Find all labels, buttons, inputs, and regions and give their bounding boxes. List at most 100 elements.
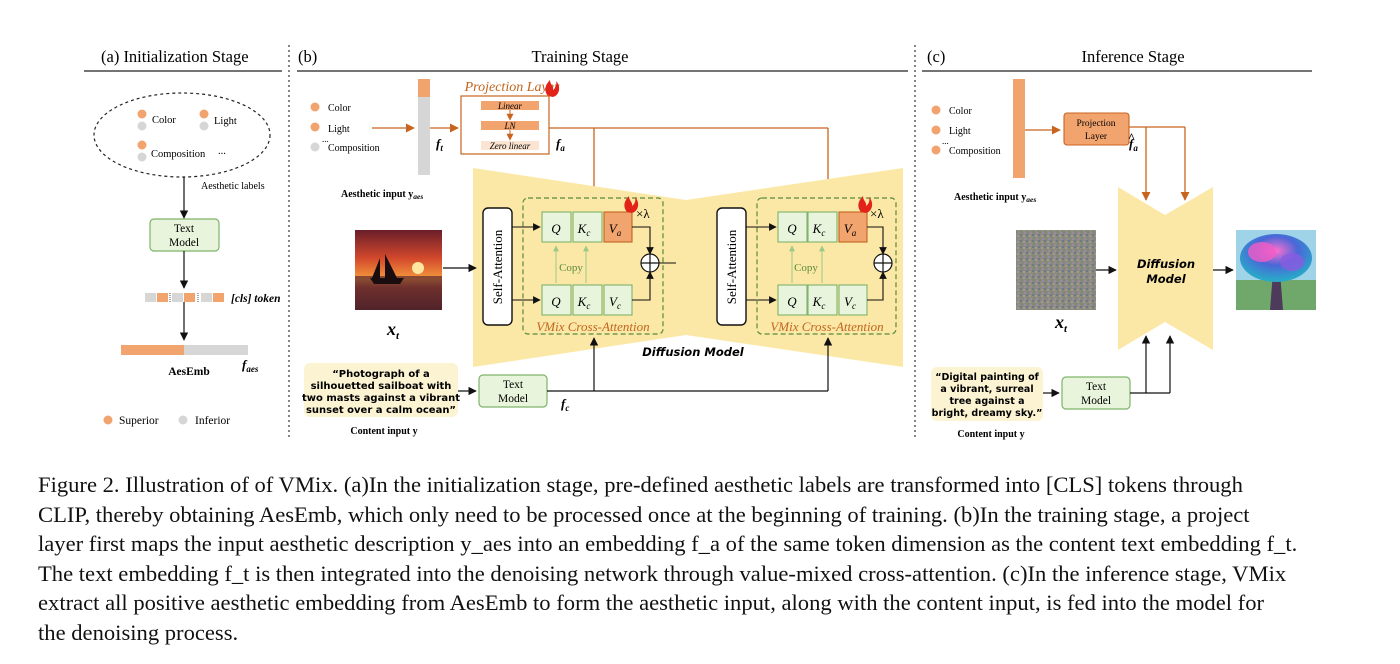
svg-text:Q: Q <box>787 294 797 309</box>
svg-text:^: ^ <box>1128 130 1135 144</box>
svg-text:fc: fc <box>561 396 569 413</box>
caption-line: CLIP, thereby obtaining AesEmb, which on… <box>38 501 1250 527</box>
svg-text:a vibrant, surreal: a vibrant, surreal <box>940 384 1033 395</box>
svg-text:Copy: Copy <box>794 262 818 274</box>
svg-text:...: ... <box>942 136 949 146</box>
svg-text:Va: Va <box>844 221 857 238</box>
svg-text:Va: Va <box>609 221 622 238</box>
aesthetic-labels-caption: Aesthetic labels <box>201 181 265 192</box>
svg-text:Text: Text <box>1086 381 1107 393</box>
panel-initialization: (a) Initialization Stage Color Light Com… <box>84 47 282 427</box>
self-attention-right <box>716 207 747 326</box>
svg-text:tree against a: tree against a <box>950 396 1025 407</box>
svg-text:Copy: Copy <box>559 262 583 274</box>
svg-text:Light: Light <box>328 124 350 135</box>
caption-line: the denoising process. <box>38 619 239 645</box>
inference-projection-layer <box>1063 112 1130 146</box>
svg-text:“Digital painting of: “Digital painting of <box>935 372 1039 383</box>
ft-column <box>418 97 430 175</box>
svg-text:...: ... <box>322 134 329 144</box>
svg-text:Model: Model <box>1146 272 1186 286</box>
svg-text:two masts against a vibrant: two masts against a vibrant <box>302 393 460 404</box>
svg-text:Composition: Composition <box>949 146 1001 157</box>
svg-text:Q: Q <box>787 221 797 236</box>
svg-text:Color: Color <box>949 106 972 117</box>
diffusion-model-label: Diffusion Model <box>642 345 745 359</box>
flame-icon <box>545 80 560 97</box>
init-label-light: Light <box>214 116 237 127</box>
aesemb-superior <box>121 345 184 355</box>
svg-text:silhouetted sailboat with: silhouetted sailboat with <box>311 381 452 392</box>
svg-text:Self-Attention: Self-Attention <box>490 229 505 304</box>
svg-text:Q: Q <box>551 294 561 309</box>
aesemb-inferior <box>184 345 248 355</box>
svg-text:Light: Light <box>949 126 971 137</box>
panel-training: (b) Training Stage Color Light ... Compo… <box>297 47 908 437</box>
svg-text:Zero linear: Zero linear <box>490 141 531 151</box>
svg-text:Model: Model <box>498 393 528 405</box>
training-header: Training Stage <box>531 47 628 66</box>
init-label-ellipsis: ... <box>218 146 226 157</box>
svg-text:×λ: ×λ <box>636 206 650 221</box>
inference-panel-label: (c) <box>927 47 945 66</box>
figure-caption: Figure 2. Illustration of of VMix. (a)In… <box>38 470 1364 648</box>
svg-text:Model: Model <box>169 237 199 249</box>
svg-text:Kc: Kc <box>812 294 826 311</box>
svg-text:Linear: Linear <box>497 101 523 111</box>
svg-text:Text: Text <box>174 223 195 235</box>
svg-text:Self-Attention: Self-Attention <box>724 229 739 304</box>
svg-text:ft: ft <box>436 136 443 153</box>
svg-text:Composition: Composition <box>328 143 380 154</box>
svg-text:Aesthetic input yaes: Aesthetic input yaes <box>341 189 423 201</box>
vmix-figure: (a) Initialization Stage Color Light Com… <box>84 45 1316 440</box>
svg-text:Color: Color <box>328 103 351 114</box>
legend-inferior: Inferior <box>195 415 230 427</box>
vmix-cross-attention-right <box>756 197 897 335</box>
svg-text:Layer: Layer <box>1085 132 1108 142</box>
svg-text:Diffusion: Diffusion <box>1137 257 1195 271</box>
inference-header: Inference Stage <box>1081 47 1184 66</box>
inference-embedding-column <box>1013 79 1025 178</box>
cls-token-strip <box>145 293 224 302</box>
svg-text:Kc: Kc <box>577 221 591 238</box>
cls-token-label: [cls] token <box>231 293 281 305</box>
caption-line: layer first maps the input aesthetic des… <box>38 531 1298 557</box>
svg-text:Q: Q <box>551 221 561 236</box>
legend-superior: Superior <box>119 415 159 427</box>
generated-tree-image <box>1236 230 1316 310</box>
aesthetic-labels-ellipse <box>93 92 271 178</box>
svg-text:“Photograph of a: “Photograph of a <box>332 369 430 380</box>
svg-text:VMix Cross-Attention: VMix Cross-Attention <box>770 319 883 334</box>
svg-text:Projection: Projection <box>1076 119 1115 129</box>
svg-text:LN: LN <box>503 121 516 131</box>
vmix-cross-attention-left <box>522 197 664 335</box>
content-prompt-box <box>304 363 458 417</box>
init-label-color: Color <box>152 115 176 126</box>
svg-text:fa: fa <box>1129 136 1138 153</box>
svg-text:Kc: Kc <box>812 221 826 238</box>
svg-text:faes: faes <box>242 357 259 374</box>
svg-text:bright, dreamy sky.”: bright, dreamy sky.” <box>932 408 1043 419</box>
svg-text:Content input y: Content input y <box>350 426 417 437</box>
ft-column-top <box>418 79 430 97</box>
inference-diffusion-shape <box>1118 187 1213 350</box>
caption-line: The text embedding f_t is then integrate… <box>38 560 1287 586</box>
panel-inference: (c) Inference Stage Color Light ... Comp… <box>922 47 1316 440</box>
svg-text:xt: xt <box>1054 312 1068 335</box>
self-attention-left <box>482 207 513 326</box>
svg-text:fa: fa <box>556 136 565 153</box>
svg-text:VMix Cross-Attention: VMix Cross-Attention <box>536 319 649 334</box>
init-header: (a) Initialization Stage <box>101 47 249 66</box>
projection-layer-title: Projection Layer <box>464 80 560 95</box>
inference-content-prompt <box>931 367 1043 421</box>
noise-image <box>1016 230 1096 310</box>
caption-line: Figure 2. Illustration of of VMix. (a)In… <box>38 472 1243 497</box>
svg-text:Content input y: Content input y <box>957 429 1024 440</box>
svg-text:xt: xt <box>386 319 400 342</box>
svg-text:Vc: Vc <box>609 294 621 311</box>
aesemb-label: AesEmb <box>168 366 210 378</box>
caption-line: extract all positive aesthetic embedding… <box>38 590 1265 616</box>
svg-text:Text: Text <box>503 379 524 391</box>
svg-text:Aesthetic input yaes: Aesthetic input yaes <box>954 192 1036 204</box>
svg-text:Kc: Kc <box>577 294 591 311</box>
